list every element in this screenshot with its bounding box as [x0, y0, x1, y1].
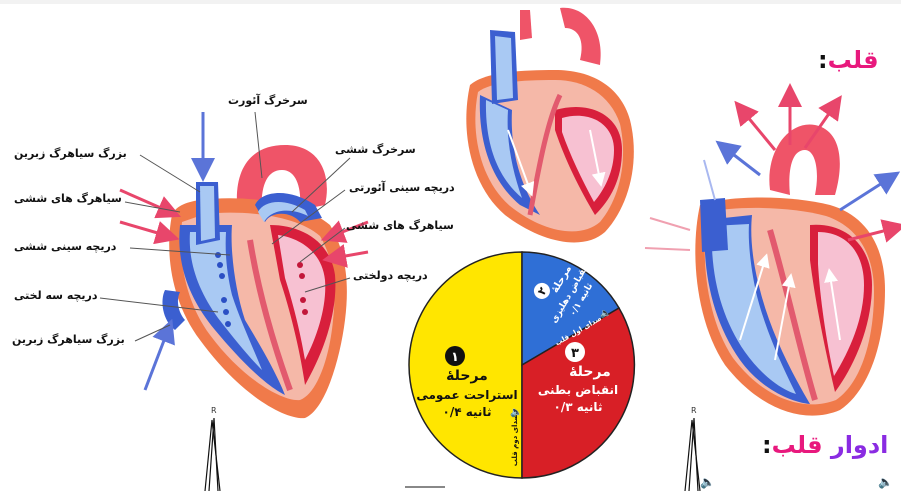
- label-pulmonary-veins-right: سیاهرگ های ششی: [346, 220, 454, 231]
- label-pulmonary-artery: سرخرگ ششی: [335, 144, 416, 155]
- label-pulmonary-veins-left: سیاهرگ های ششی: [14, 193, 122, 204]
- speaker-icon-corner: 🔈: [878, 475, 893, 489]
- label-inferior-vena-cava: بزرگ سیاهرگ زبرین: [12, 334, 125, 345]
- phase3-name: انقباض بطنی: [538, 383, 618, 397]
- phase1-duration: ۰/۴ ثانیه: [443, 405, 492, 419]
- ecg-trace-right: [685, 418, 700, 491]
- ecg-trace-left: [205, 418, 220, 491]
- title-cycle-word: ادوار: [831, 431, 889, 459]
- ecg-left-peak-label: R: [211, 406, 217, 415]
- speaker-icon-bottom: 🔈: [510, 407, 522, 418]
- label-pulmonary-valve: دریچه سینی ششی: [14, 241, 116, 252]
- second-heart-sound-label: صدای دوم قلب: [511, 414, 519, 467]
- label-superior-vena-cava: بزرگ سیاهرگ زبرین: [14, 148, 127, 159]
- title-heart-cycle-watermark: ادوار قلب:: [762, 433, 888, 457]
- phase1-slice: [409, 252, 522, 478]
- label-tricuspid-valve: دریچه سه لختی: [14, 290, 98, 301]
- title-cycle-colon: :: [762, 431, 772, 459]
- cardiac-cycle-pie: ۱ مرحلهٔ استراحت عمومی ۰/۴ ثانیه ۲ مرحله…: [409, 247, 634, 478]
- phase1-title: مرحلهٔ: [446, 368, 488, 384]
- title-heart-colon: :: [818, 46, 828, 74]
- left-heart-illustration: [100, 112, 368, 418]
- title-heart-word: قلب: [828, 46, 879, 74]
- title-cycle-heart-word: قلب: [772, 431, 823, 459]
- phase1-name: استراحت عمومی: [416, 388, 517, 403]
- label-aortic-valve: دریچه سینی آئورتی: [349, 182, 455, 193]
- top-heart-illustration: [466, 8, 634, 243]
- phase3-duration: ۰/۳ ثانیه: [554, 400, 603, 414]
- speaker-icon-top: 🔈: [600, 309, 611, 319]
- ecg-right-peak-label: R: [691, 406, 697, 415]
- speaker-icon-ecg: 🔈: [700, 475, 715, 489]
- phase3-number: ۳: [571, 346, 579, 361]
- phase3-title: مرحلهٔ: [569, 364, 611, 380]
- label-aorta: سرخرگ آئورت: [228, 95, 308, 106]
- label-mitral-valve: دریچه دولختی: [353, 270, 428, 281]
- phase1-number: ۱: [451, 350, 459, 365]
- title-heart-watermark: قلب:: [818, 48, 879, 72]
- right-heart-illustration: [645, 95, 895, 416]
